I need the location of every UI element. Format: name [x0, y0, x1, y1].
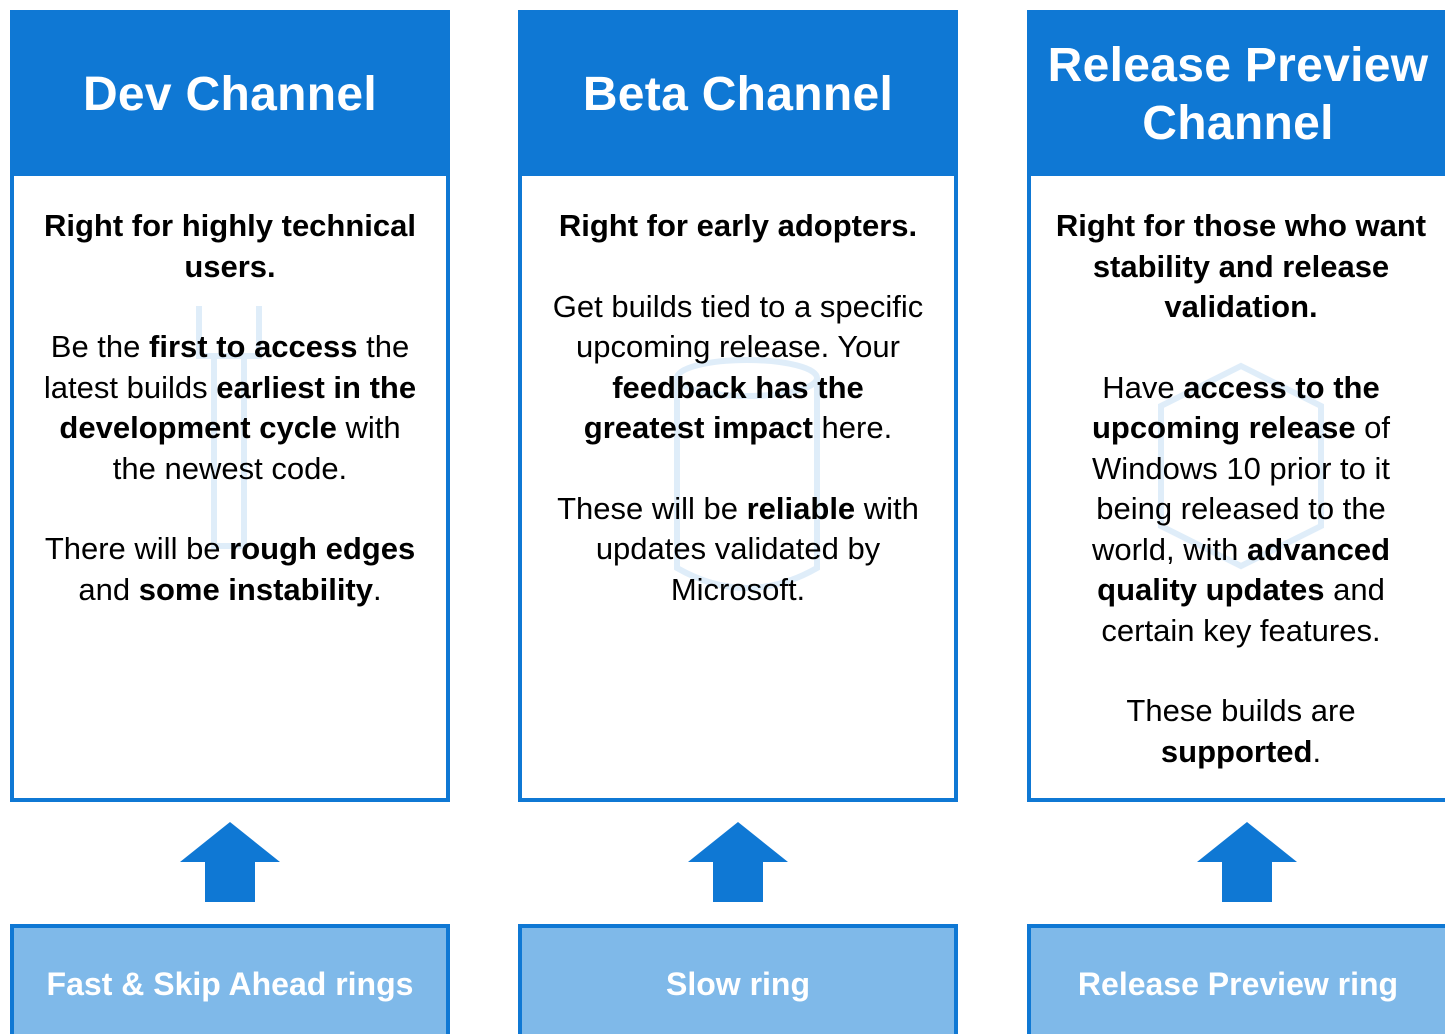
emphasis-text: access to the upcoming release [1091, 369, 1380, 446]
channel-description: Right for highly technical users. Be the… [14, 176, 446, 610]
channel-lead: Right for early adopters. [558, 208, 918, 243]
emphasis-text: feedback has the greatest impact [583, 369, 864, 446]
channel-card: Release Preview Channel Right for those … [1027, 10, 1445, 802]
ring-label: Release Preview ring [1027, 924, 1445, 1034]
wrench-icon [196, 306, 262, 549]
channel-paragraph: There will be rough edges and some insta… [44, 531, 416, 607]
channel-lead: Right for those who want stability and r… [1055, 208, 1427, 324]
channel-column-release-preview: Release Preview Channel Right for those … [1027, 10, 1445, 1034]
box-icon [1158, 362, 1324, 570]
emphasis-text: rough edges [229, 531, 416, 566]
emphasis-text: earliest in the development cycle [59, 369, 417, 446]
emphasis-text: some instability [138, 571, 373, 607]
channel-title: Dev Channel [14, 14, 446, 176]
channel-description: Right for those who want stability and r… [1031, 176, 1445, 772]
channel-paragraph: Get builds tied to a specific upcoming r… [552, 288, 924, 446]
emphasis-text: first to access [149, 329, 358, 364]
channel-paragraph: Have access to the upcoming release of W… [1091, 369, 1391, 648]
emphasis-text: reliable [746, 490, 856, 526]
ring-label: Fast & Skip Ahead rings [10, 924, 450, 1034]
arrow-up-icon [688, 822, 788, 902]
ring-label: Slow ring [518, 924, 958, 1034]
channel-paragraph: These will be reliable with updates vali… [557, 490, 919, 607]
channel-card: Beta Channel Right for early adopters. G… [518, 10, 958, 802]
arrow-up-icon [180, 822, 280, 902]
emphasis-text: supported [1160, 733, 1313, 769]
arrow-up-icon [1197, 822, 1297, 902]
channel-description: Right for early adopters. Get builds tie… [522, 176, 954, 610]
channel-paragraph: Be the first to access the latest builds… [43, 329, 417, 486]
channel-column-dev: Dev Channel Right for highly technical u… [10, 10, 450, 1034]
channel-lead: Right for highly technical users. [43, 208, 416, 284]
emphasis-text: advanced quality updates [1097, 531, 1391, 608]
channel-title: Beta Channel [522, 14, 954, 176]
beaker-icon [674, 357, 820, 591]
channel-title: Release Preview Channel [1031, 14, 1445, 176]
channel-card: Dev Channel Right for highly technical u… [10, 10, 450, 802]
channel-column-beta: Beta Channel Right for early adopters. G… [518, 10, 958, 1034]
channel-paragraph: These builds are supported. [1126, 693, 1356, 769]
